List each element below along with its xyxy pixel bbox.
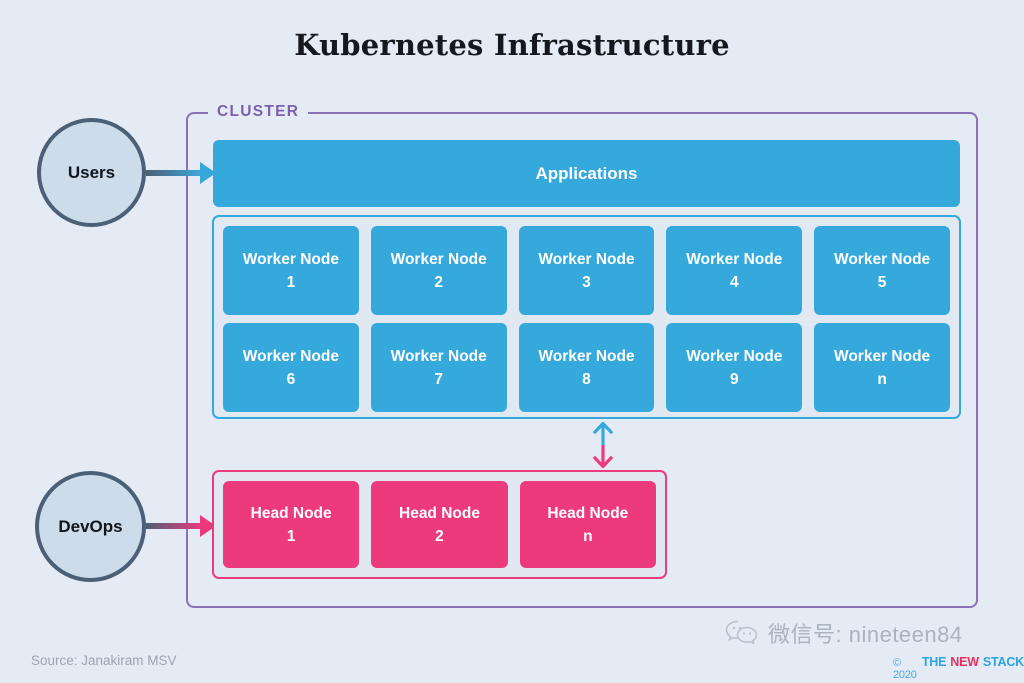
head-node-index: n	[583, 527, 593, 545]
wechat-icon	[725, 620, 758, 645]
applications-label: Applications	[535, 163, 638, 183]
worker-node-title: Worker Node	[242, 250, 339, 268]
head-node-title: Head Node	[547, 504, 629, 522]
actor-devops: DevOps	[35, 471, 146, 582]
head-node: Head Node 2	[371, 481, 508, 568]
arrow-users-to-applications	[146, 162, 216, 184]
worker-node: Worker Node 2	[370, 226, 507, 315]
arrow-devops-to-head-nodes	[146, 515, 216, 537]
worker-node-row: Worker Node 6 Worker Node 7 Worker Node …	[223, 323, 950, 412]
actor-users: Users	[37, 118, 146, 227]
worker-node-index: 4	[729, 273, 739, 291]
worker-node-index: 2	[434, 273, 443, 291]
head-node-title: Head Node	[399, 504, 480, 522]
worker-node: Worker Node 4	[666, 226, 803, 315]
worker-node-index: 9	[729, 370, 739, 388]
worker-node: Worker Node 3	[518, 226, 655, 315]
worker-node-title: Worker Node	[538, 250, 635, 268]
logo-part-the: THE	[921, 655, 947, 669]
worker-node-title: Worker Node	[686, 347, 783, 365]
worker-node-title: Worker Node	[390, 250, 487, 268]
head-node: Head Node n	[519, 481, 656, 568]
worker-node-index: n	[877, 370, 887, 388]
copyright-text: © 2020	[893, 657, 917, 681]
actor-devops-label: DevOps	[58, 516, 123, 536]
worker-node: Worker Node 8	[518, 323, 655, 412]
bidirectional-sync-arrow-icon	[592, 422, 614, 468]
worker-node: Worker Node 9	[666, 323, 803, 412]
applications-block: Applications	[213, 140, 960, 207]
thenewstack-logo: © 2020 THE NEW STACK	[893, 655, 1024, 681]
head-node-panel: Head Node 1 Head Node 2 Head Node n	[212, 470, 667, 579]
worker-node-title: Worker Node	[538, 347, 635, 365]
worker-node-title: Worker Node	[686, 250, 783, 268]
worker-node-title: Worker Node	[833, 347, 931, 365]
worker-node: Worker Node 6	[223, 323, 359, 412]
actor-users-label: Users	[67, 162, 116, 182]
wechat-watermark: 微信号: nineteen84	[725, 617, 963, 649]
head-node-title: Head Node	[250, 504, 332, 522]
page-title: Kubernetes Infrastructure	[294, 28, 730, 62]
worker-node: Worker Node 1	[223, 226, 359, 315]
wechat-handle: 微信号: nineteen84	[768, 622, 963, 647]
worker-node-panel: Worker Node 1 Worker Node 2 Worker Node …	[212, 215, 961, 419]
worker-node-index: 5	[877, 273, 887, 291]
worker-node: Worker Node 5	[814, 226, 950, 315]
cluster-label: CLUSTER	[208, 102, 309, 122]
worker-node: Worker Node n	[814, 323, 950, 412]
head-node: Head Node 1	[223, 481, 360, 568]
worker-node-title: Worker Node	[242, 347, 339, 365]
logo-part-stack: STACK	[982, 655, 1024, 669]
logo-part-new: NEW	[950, 655, 979, 669]
worker-node-index: 7	[434, 370, 443, 388]
arrowhead-right-icon	[200, 162, 216, 184]
worker-node-index: 1	[286, 273, 296, 291]
source-attribution: Source: Janakiram MSV	[31, 653, 177, 668]
worker-node-index: 6	[286, 370, 296, 388]
head-node-index: 1	[286, 527, 296, 545]
head-node-index: 2	[435, 527, 444, 545]
worker-node: Worker Node 7	[370, 323, 507, 412]
worker-node-row: Worker Node 1 Worker Node 2 Worker Node …	[223, 226, 950, 315]
worker-node-index: 3	[582, 273, 591, 291]
cluster-boundary	[186, 112, 978, 608]
worker-node-index: 8	[582, 370, 591, 388]
worker-node-title: Worker Node	[390, 347, 487, 365]
worker-node-title: Worker Node	[833, 250, 931, 268]
